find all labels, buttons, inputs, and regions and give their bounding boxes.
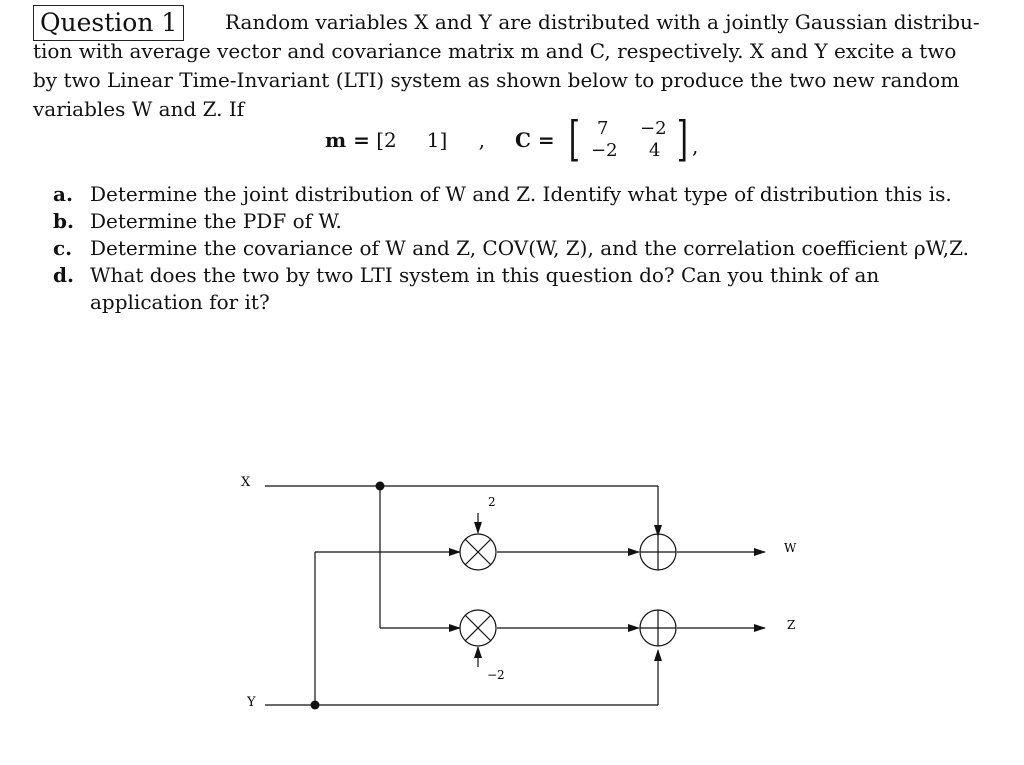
part-d: d.What does the two by two LTI system in… (53, 263, 880, 314)
intro-line-4: variables W and Z. If (33, 97, 245, 121)
bottom-multiplier (459, 609, 497, 647)
part-a: a.Determine the joint distribution of W … (53, 182, 952, 206)
c-label: C = (515, 128, 555, 152)
top-multiplier (459, 533, 497, 571)
part-c: c.Determine the covariance of W and Z, C… (53, 236, 969, 260)
label-gain-top: 2 (488, 495, 496, 509)
question-label-box: Question 1 (33, 5, 185, 41)
part-b: b.Determine the PDF of W. (53, 209, 342, 233)
c-right-bracket: ] (676, 111, 688, 167)
label-gain-bottom: −2 (487, 668, 505, 682)
c-end-comma: , (692, 134, 699, 158)
label-w: W (784, 541, 797, 555)
intro-line-3: by two Linear Time-Invariant (LTI) syste… (33, 68, 960, 92)
bottom-adder (639, 609, 677, 647)
intro-line-2: tion with average vector and covariance … (33, 39, 957, 63)
question-label: Question 1 (40, 8, 178, 37)
c-cell-21: −2 (591, 140, 618, 161)
c-left-bracket: [ (568, 111, 580, 167)
intro-line-1: Random variables X and Y are distributed… (225, 10, 980, 34)
m-value-1: [2 (376, 128, 397, 152)
c-cell-22: 4 (649, 140, 661, 161)
label-x: X (241, 475, 251, 490)
mean-vector: m = [2 1] , (325, 128, 485, 152)
label-z: Z (787, 618, 795, 632)
eq-comma: , (478, 128, 486, 152)
top-adder (639, 533, 677, 571)
m-value-2: 1] (426, 128, 448, 152)
y-junction-dot (310, 700, 320, 710)
label-y: Y (246, 695, 256, 710)
x-junction-dot (375, 481, 385, 491)
c-cell-11: 7 (597, 118, 609, 139)
parts-list: a.Determine the joint distribution of W … (53, 181, 993, 316)
m-label: m = (325, 128, 370, 152)
c-cell-12: −2 (640, 118, 667, 139)
question-paragraph: Random variables X and Y are distributed… (33, 8, 991, 124)
